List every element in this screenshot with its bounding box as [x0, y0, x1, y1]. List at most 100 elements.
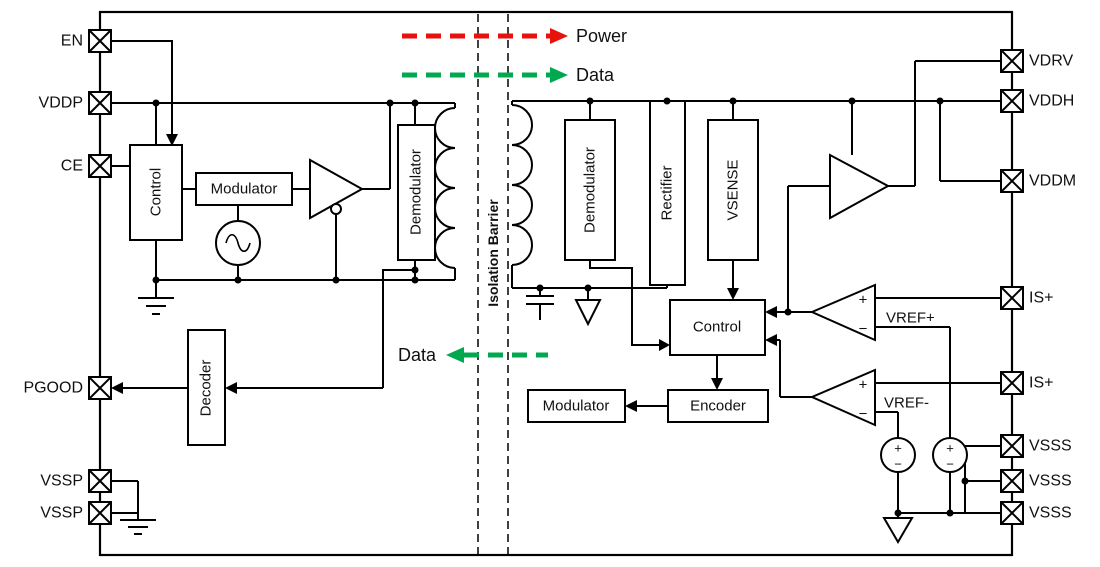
block-vsense: VSENSE: [707, 119, 759, 261]
pin-vssp-2: VSSP: [40, 501, 112, 525]
plus-sign: +: [894, 441, 902, 456]
pin-vddh: VDDH: [1000, 89, 1074, 113]
pin-x-icon: [88, 376, 112, 400]
modulator-right-label: Modulator: [543, 398, 610, 415]
isolation-barrier: Isolation Barrier: [477, 14, 509, 555]
ground-icon: [138, 280, 174, 315]
block-demodulator-left: Demodulator: [397, 124, 436, 261]
encoder-label: Encoder: [690, 398, 746, 415]
pin-en-label: EN: [61, 33, 83, 50]
demodulator-right-label: Demodulator: [582, 147, 599, 233]
pin-x-icon: [88, 91, 112, 115]
pin-en: EN: [61, 29, 112, 53]
block-rectifier: Rectifier: [649, 100, 686, 286]
data-label: Data: [576, 65, 615, 85]
wires-secondary: [511, 60, 1001, 518]
pin-is-plus-1: IS+: [1000, 286, 1053, 310]
comparator-1: + − VREF+: [809, 283, 935, 342]
data-arrow-head: [550, 67, 568, 83]
pin-x-icon: [88, 501, 112, 525]
pin-vssp-1: VSSP: [40, 469, 112, 493]
pin-vsss-2: VSSS: [1000, 469, 1072, 493]
capacitor-icon: [526, 288, 554, 320]
decoder-label: Decoder: [198, 360, 215, 417]
pin-vssp-2-label: VSSP: [40, 505, 83, 522]
pin-vddh-label: VDDH: [1029, 93, 1074, 110]
amp-right: [829, 153, 891, 220]
pin-vdrv-label: VDRV: [1029, 53, 1073, 70]
pin-x-icon: [1000, 286, 1024, 310]
pin-vsss-3: VSSS: [1000, 501, 1072, 525]
pin-vsss-2-label: VSSS: [1029, 473, 1072, 490]
pin-vddp: VDDP: [39, 91, 112, 115]
ground-primary: [120, 280, 174, 535]
pin-pgood-label: PGOOD: [23, 380, 83, 397]
minus-sign: −: [859, 406, 868, 423]
block-control-left: Control: [129, 144, 183, 241]
pin-x-icon: [1000, 89, 1024, 113]
pin-x-icon: [1000, 49, 1024, 73]
block-modulator-right: Modulator: [527, 389, 626, 423]
vref-plus-label: VREF+: [886, 310, 935, 327]
power-arrow-head: [550, 28, 568, 44]
pin-is-plus-1-label: IS+: [1029, 290, 1053, 307]
isolation-barrier-label: Isolation Barrier: [485, 199, 501, 307]
pin-vddp-label: VDDP: [39, 95, 83, 112]
control-right-label: Control: [693, 319, 741, 336]
pin-is-plus-2-label: IS+: [1029, 375, 1053, 392]
pin-ce: CE: [61, 154, 112, 178]
minus-sign: −: [859, 321, 868, 338]
demodulator-left-label: Demodulator: [408, 149, 425, 235]
mid-data-arrow-head: [446, 347, 464, 363]
plus-sign: +: [859, 377, 868, 394]
pin-x-icon: [1000, 501, 1024, 525]
mid-data-arrow: Data: [398, 345, 548, 365]
ground-icon: [120, 519, 156, 535]
block-modulator-left: Modulator: [195, 172, 293, 206]
block-encoder: Encoder: [667, 389, 769, 423]
pin-vddm-label: VDDM: [1029, 173, 1076, 190]
block-decoder: Decoder: [187, 329, 226, 446]
power-label: Power: [576, 26, 627, 46]
pin-vssp-1-label: VSSP: [40, 473, 83, 490]
pin-x-icon: [1000, 434, 1024, 458]
pin-vdrv: VDRV: [1000, 49, 1073, 73]
pin-x-icon: [88, 154, 112, 178]
minus-sign: −: [894, 457, 902, 472]
block-control-right: Control: [669, 299, 766, 356]
ground-icon: [882, 517, 914, 544]
transformer-secondary-coil: [511, 104, 533, 266]
pin-vsss-3-label: VSSS: [1029, 505, 1072, 522]
ground-icon: [574, 299, 602, 327]
vsense-label: VSENSE: [725, 160, 742, 221]
block-demodulator-right: Demodulator: [564, 119, 616, 261]
rectifier-label: Rectifier: [659, 165, 676, 220]
current-source-1: + −: [880, 437, 916, 473]
pin-ce-label: CE: [61, 158, 83, 175]
oscillator: [215, 220, 261, 266]
pin-x-icon: [1000, 169, 1024, 193]
control-left-label: Control: [148, 168, 165, 216]
pin-vsss-1: VSSS: [1000, 434, 1072, 458]
current-source-2: + −: [932, 437, 968, 473]
mid-data-label: Data: [398, 345, 437, 365]
pin-pgood: PGOOD: [23, 376, 112, 400]
modulator-left-label: Modulator: [211, 181, 278, 198]
junction-dots: [152, 97, 969, 517]
vref-minus-label: VREF-: [884, 395, 929, 412]
minus-sign: −: [946, 457, 954, 472]
pin-is-plus-2: IS+: [1000, 371, 1053, 395]
pin-vsss-1-label: VSSS: [1029, 438, 1072, 455]
pin-x-icon: [1000, 371, 1024, 395]
comparator-2: + − VREF-: [809, 368, 929, 427]
pin-x-icon: [88, 29, 112, 53]
pin-vddm: VDDM: [1000, 169, 1076, 193]
pin-x-icon: [88, 469, 112, 493]
transformer-primary-coil: [434, 107, 456, 269]
pin-x-icon: [1000, 469, 1024, 493]
plus-sign: +: [946, 441, 954, 456]
plus-sign: +: [859, 292, 868, 309]
